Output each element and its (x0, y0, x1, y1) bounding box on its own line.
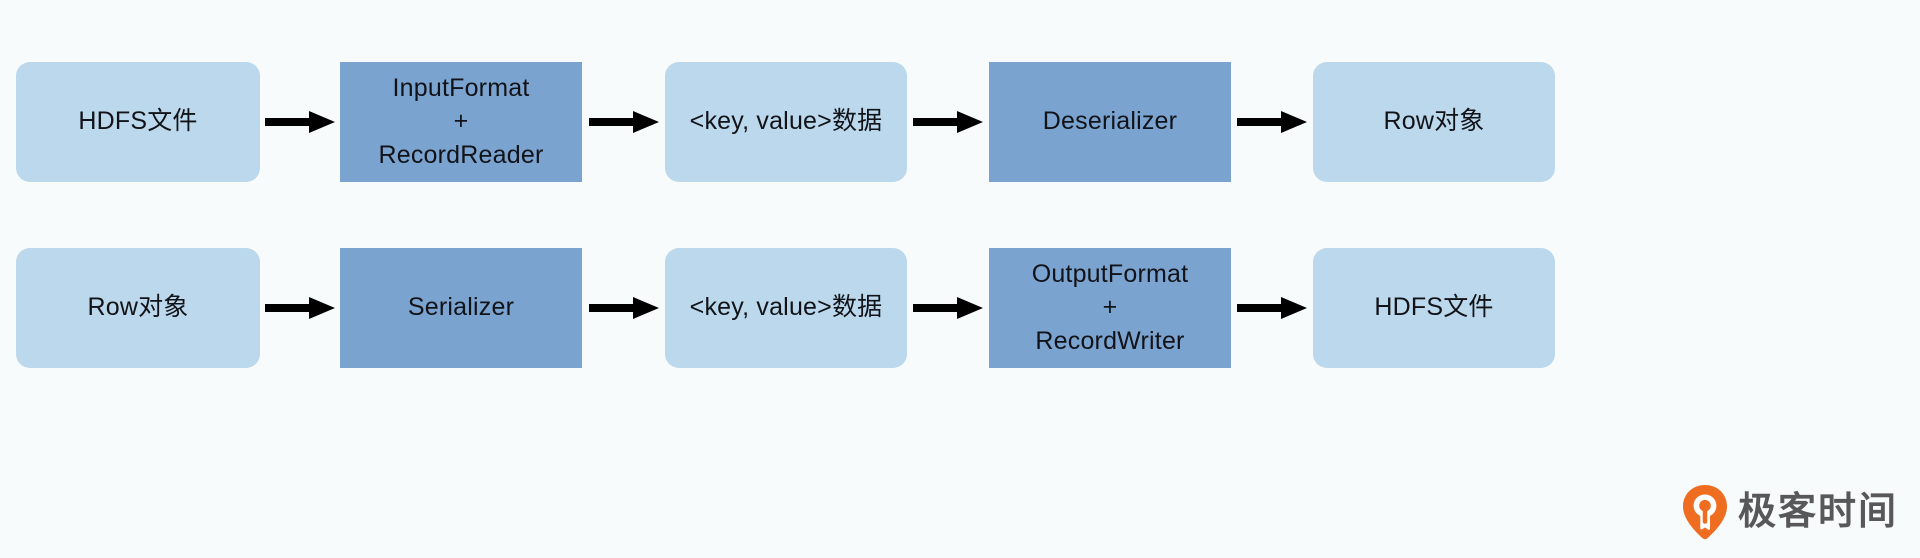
node-serializer[interactable]: Serializer (340, 248, 582, 368)
arrow-right-icon (907, 62, 989, 182)
node-outputformat-recordwriter[interactable]: OutputFormat + RecordWriter (989, 248, 1231, 368)
geektime-logo-icon (1682, 484, 1728, 540)
arrow-right-icon (1231, 62, 1313, 182)
flow-row-read-path: HDFS文件 InputFormat + RecordReader <key, … (0, 62, 1920, 182)
node-key-value-data-write[interactable]: <key, value>数据 (665, 248, 907, 368)
watermark: 极客时间 (1682, 484, 1898, 540)
node-row-object-read[interactable]: Row对象 (1313, 62, 1555, 182)
watermark-text: 极客时间 (1737, 491, 1898, 533)
arrow-right-icon (1231, 248, 1313, 368)
node-key-value-data-read[interactable]: <key, value>数据 (665, 62, 907, 182)
arrow-right-icon (907, 248, 989, 368)
arrow-right-icon (582, 62, 665, 182)
arrow-right-icon (260, 62, 340, 182)
arrow-right-icon (582, 248, 665, 368)
node-inputformat-recordreader[interactable]: InputFormat + RecordReader (340, 62, 582, 182)
node-deserializer[interactable]: Deserializer (989, 62, 1231, 182)
arrow-right-icon (260, 248, 340, 368)
node-hdfs-file-write[interactable]: HDFS文件 (1313, 248, 1555, 368)
flow-row-write-path: Row对象 Serializer <key, value>数据 OutputFo… (0, 248, 1920, 368)
node-hdfs-file-read[interactable]: HDFS文件 (16, 62, 260, 182)
node-row-object-write[interactable]: Row对象 (16, 248, 260, 368)
